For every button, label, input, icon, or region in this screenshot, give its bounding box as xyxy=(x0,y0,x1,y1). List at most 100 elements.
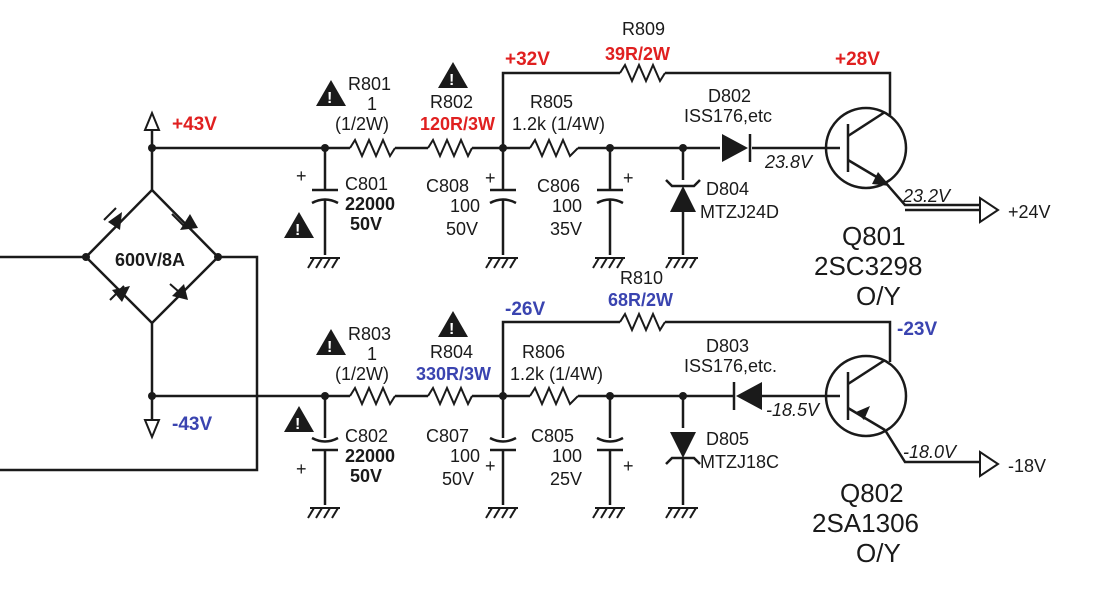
svg-text:!: ! xyxy=(327,90,332,107)
warning-icon: ! xyxy=(316,80,346,107)
c802-value: 22000 xyxy=(345,446,395,466)
c801-capacitor xyxy=(311,148,339,255)
output-pos-arrow xyxy=(979,196,1000,224)
r801-power: (1/2W) xyxy=(335,114,389,134)
rail-neg-top: -23V xyxy=(897,319,937,340)
svg-text:!: ! xyxy=(327,339,332,356)
d802-ref: D802 xyxy=(708,86,751,106)
d803-diode xyxy=(732,382,762,410)
bridge-rectifier: 600V/8A xyxy=(0,188,259,472)
r806-resistor xyxy=(529,385,579,407)
r804-resistor xyxy=(427,385,473,407)
r802-resistor xyxy=(427,137,473,159)
c802-voltage: 50V xyxy=(350,466,382,486)
svg-text:!: ! xyxy=(449,72,454,89)
plus-sign: + xyxy=(296,166,307,186)
c801-ref: C801 xyxy=(345,174,388,194)
r803-ref: R803 xyxy=(348,324,391,344)
r805-ref: R805 xyxy=(530,92,573,112)
d804-ref: D804 xyxy=(706,179,749,199)
lower-labels: -26V -23V R810 68R/2W R803 1 (1/2W) R804… xyxy=(296,268,1046,568)
c805-voltage: 25V xyxy=(550,469,582,489)
neg-terminal-arrow xyxy=(143,419,161,440)
bridge-diode-bottom-left xyxy=(109,285,130,302)
warning-icon: ! xyxy=(316,329,346,356)
negative-rail: -43V xyxy=(143,311,1000,519)
svg-text:!: ! xyxy=(449,321,454,338)
c808-voltage: 50V xyxy=(446,219,478,239)
q801-transistor xyxy=(824,106,980,207)
c807-ref: C807 xyxy=(426,426,469,446)
r810-value: 68R/2W xyxy=(608,290,673,310)
r805-resistor xyxy=(529,137,579,159)
r805-value: 1.2k (1/4W) xyxy=(512,114,605,134)
d803-ref: D803 xyxy=(706,336,749,356)
plus-sign: + xyxy=(485,456,496,476)
c802-ref: C802 xyxy=(345,426,388,446)
warning-icon: ! xyxy=(284,212,314,239)
q802-grade: O/Y xyxy=(856,538,901,568)
q802-part: 2SA1306 xyxy=(812,508,919,538)
warning-icon: ! xyxy=(438,311,468,338)
output-pos-label: +24V xyxy=(1008,202,1051,222)
q802-emitter-voltage: -18.0V xyxy=(903,442,958,462)
svg-text:!: ! xyxy=(295,416,300,433)
rail-pos-mid: +32V xyxy=(505,49,550,70)
upper-labels: +32V +28V R809 39R/2W R801 1 (1/2W) R802… xyxy=(296,19,1051,311)
c808-ref: C808 xyxy=(426,176,469,196)
bridge-rating: 600V/8A xyxy=(115,250,185,270)
c805-value: 100 xyxy=(552,446,582,466)
q801-emitter-voltage: 23.2V xyxy=(902,186,952,206)
d803-part: ISS176,etc. xyxy=(684,356,777,376)
rail-pos-top: +28V xyxy=(835,49,880,70)
positive-rail: +43V xyxy=(143,62,1000,269)
bridge-diode-top-left xyxy=(103,207,122,230)
c801-voltage: 50V xyxy=(350,214,382,234)
r802-ref: R802 xyxy=(430,92,473,112)
r802-value: 120R/3W xyxy=(420,114,495,134)
plus-sign: + xyxy=(296,459,307,479)
c805-ref: C805 xyxy=(531,426,574,446)
c808-value: 100 xyxy=(450,196,480,216)
r804-ref: R804 xyxy=(430,342,473,362)
bridge-diode-bottom-right xyxy=(169,283,188,300)
rail-neg-mid: -26V xyxy=(505,299,545,320)
r810-ref: R810 xyxy=(620,268,663,288)
c807-voltage: 50V xyxy=(442,469,474,489)
c807-value: 100 xyxy=(450,446,480,466)
plus-sign: + xyxy=(485,168,496,188)
c808-capacitor xyxy=(489,148,517,255)
d805-part: MTZJ18C xyxy=(700,452,779,472)
r810-resistor xyxy=(619,311,666,333)
d804-zener xyxy=(665,148,701,255)
c806-voltage: 35V xyxy=(550,219,582,239)
c806-ref: C806 xyxy=(537,176,580,196)
r801-resistor xyxy=(349,137,396,159)
d805-ref: D805 xyxy=(706,429,749,449)
d805-zener xyxy=(665,396,701,505)
q802-ref: Q802 xyxy=(840,478,904,508)
output-neg-arrow xyxy=(979,450,1000,478)
c807-capacitor xyxy=(489,396,517,505)
c806-value: 100 xyxy=(552,196,582,216)
pos-terminal-arrow xyxy=(143,110,161,131)
r809-value: 39R/2W xyxy=(605,44,670,64)
warning-icon: ! xyxy=(438,62,468,89)
output-neg-label: -18V xyxy=(1008,456,1046,476)
ground-symbols-lower xyxy=(307,507,698,519)
warning-icons: ! ! ! ! ! ! xyxy=(284,62,468,433)
r806-value: 1.2k (1/4W) xyxy=(510,364,603,384)
q801-part: 2SC3298 xyxy=(814,251,922,281)
rail-pos-in: +43V xyxy=(172,114,217,135)
bridge-diode-top-right xyxy=(171,213,198,230)
r809-ref: R809 xyxy=(622,19,665,39)
r801-ref: R801 xyxy=(348,74,391,94)
r803-power: (1/2W) xyxy=(335,364,389,384)
d802-diode xyxy=(722,134,752,162)
plus-sign: + xyxy=(623,168,634,188)
svg-text:!: ! xyxy=(295,222,300,239)
r803-value: 1 xyxy=(367,344,377,364)
ground-symbols-upper xyxy=(307,257,698,269)
c806-capacitor xyxy=(596,148,624,255)
